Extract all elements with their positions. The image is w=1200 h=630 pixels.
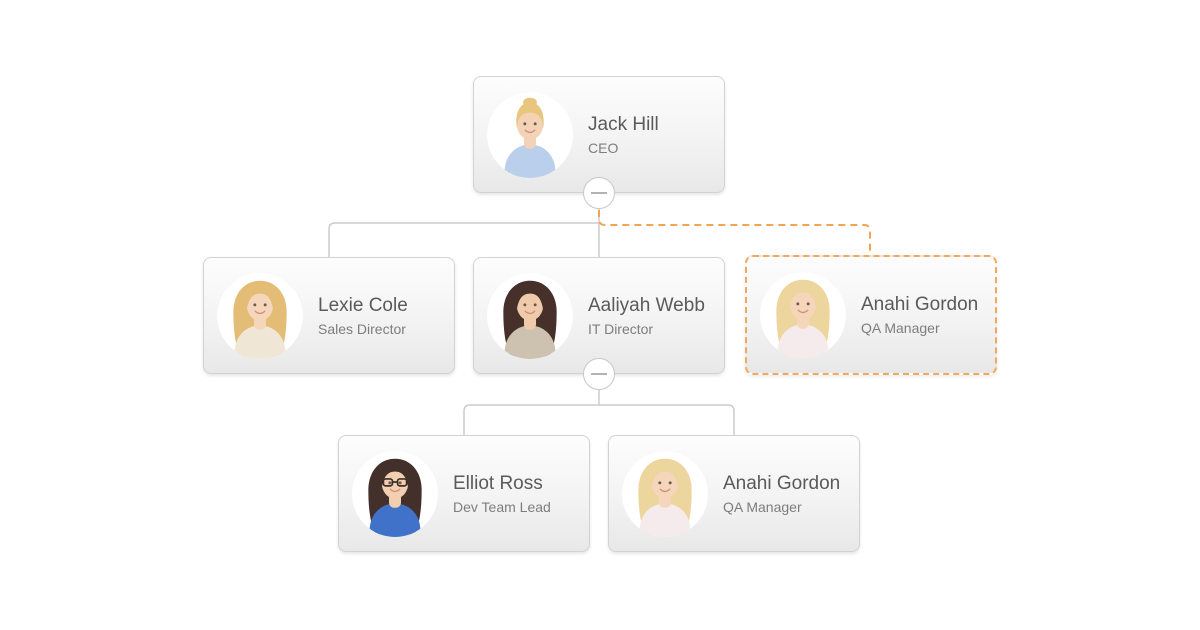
org-node-elliot-ross[interactable]: Elliot Ross Dev Team Lead <box>338 435 590 552</box>
person-info: Anahi Gordon QA Manager <box>723 472 840 516</box>
avatar-anahi-gordon-icon <box>760 272 846 358</box>
person-title: QA Manager <box>723 498 802 515</box>
avatar-lexie-cole-icon <box>217 272 303 359</box>
org-node-jack-hill[interactable]: Jack Hill CEO <box>473 76 725 193</box>
org-node-anahi-gordon-drag-preview[interactable]: Anahi Gordon QA Manager <box>745 255 997 375</box>
person-info: Aaliyah Webb IT Director <box>588 294 705 338</box>
person-info: Anahi Gordon QA Manager <box>861 293 978 337</box>
collapse-toggle-ceo[interactable] <box>583 177 615 209</box>
person-title: CEO <box>588 139 619 156</box>
person-name: Anahi Gordon <box>861 294 979 315</box>
person-name: Jack Hill <box>588 113 659 135</box>
connector-ceo-to-sales-director <box>328 222 599 257</box>
org-node-aaliyah-webb[interactable]: Aaliyah Webb IT Director <box>473 257 725 374</box>
avatar-anahi-gordon-icon <box>622 450 708 537</box>
person-name: Aaliyah Webb <box>588 294 705 316</box>
org-node-anahi-gordon[interactable]: Anahi Gordon QA Manager <box>608 435 860 552</box>
org-node-lexie-cole[interactable]: Lexie Cole Sales Director <box>203 257 455 374</box>
person-title: IT Director <box>588 320 654 337</box>
person-name: Lexie Cole <box>318 294 408 316</box>
person-name: Anahi Gordon <box>723 472 841 494</box>
connector-it-director-to-qa-manager <box>599 404 735 435</box>
minus-icon <box>591 373 607 375</box>
person-title: QA Manager <box>861 320 940 336</box>
person-info: Jack Hill CEO <box>588 113 659 157</box>
connector-it-director-to-dev-lead <box>463 404 599 435</box>
person-name: Elliot Ross <box>453 472 543 494</box>
person-title: Dev Team Lead <box>453 498 551 515</box>
avatar-jack-hill-icon <box>487 91 573 178</box>
person-info: Elliot Ross Dev Team Lead <box>453 472 551 516</box>
avatar-elliot-ross-icon <box>352 450 438 537</box>
person-title: Sales Director <box>318 320 406 337</box>
minus-icon <box>591 192 607 194</box>
collapse-toggle-it-director[interactable] <box>583 358 615 390</box>
person-info: Lexie Cole Sales Director <box>318 294 408 338</box>
drag-connector-ceo-to-qa-manager <box>598 210 871 255</box>
avatar-aaliyah-webb-icon <box>487 272 573 359</box>
